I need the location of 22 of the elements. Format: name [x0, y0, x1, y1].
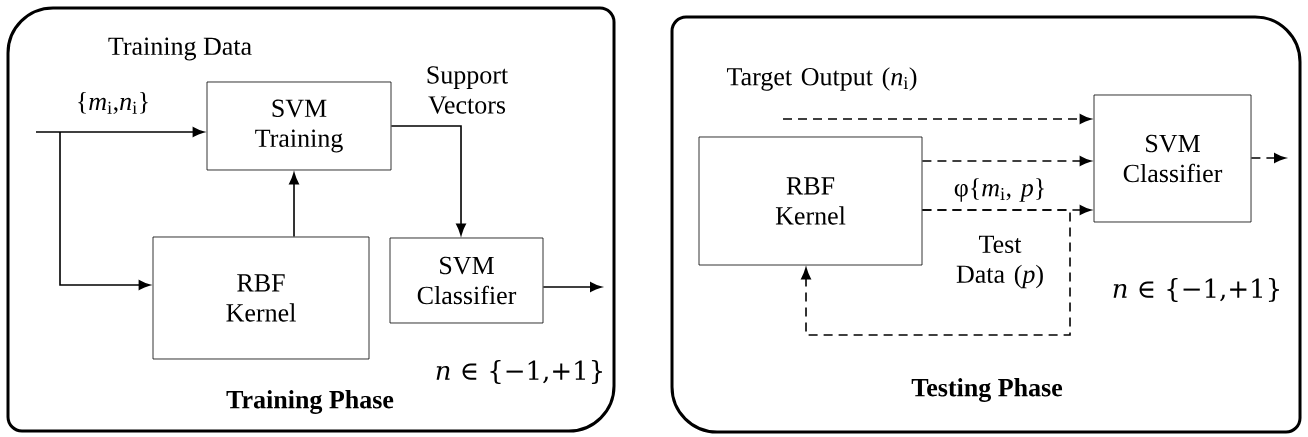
- edge-label: Support Vectors: [427, 66, 508, 114]
- label-text: n ∈ {−1,+1}: [1113, 278, 1279, 302]
- process-box: RBF Kernel: [698, 136, 923, 266]
- arrow: [782, 114, 1092, 124]
- process-box: SVM Classifier: [1093, 94, 1252, 223]
- arrow: [35, 127, 205, 137]
- arrow: [801, 209, 1071, 336]
- edge-label: Test Data (p): [956, 235, 1043, 289]
- arrow: [542, 282, 602, 292]
- process-box: RBF Kernel: [152, 236, 370, 360]
- arrow: [1250, 153, 1286, 163]
- process-box: SVM Classifier: [389, 237, 544, 324]
- edge-label: φ{m$_{i}$, p}: [954, 178, 1044, 202]
- arrow: [289, 172, 299, 238]
- edge-label: Target Output (n$_{i}$): [727, 67, 917, 91]
- edge-label: {m$_{i}$,n$_{i}$}: [78, 92, 148, 114]
- label-text: Training Data: [108, 37, 252, 61]
- label-text: n ∈ {−1,+1}: [436, 360, 602, 384]
- arrow: [921, 156, 1092, 166]
- arrow: [390, 125, 466, 236]
- process-box: SVM Training: [206, 81, 392, 171]
- arrow: [59, 131, 151, 290]
